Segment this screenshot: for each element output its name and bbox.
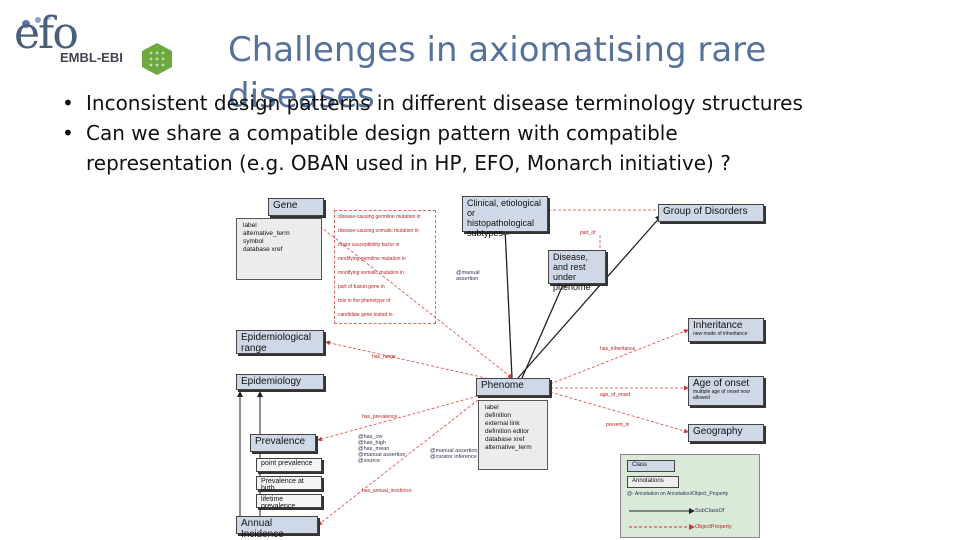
legend-objprop-arrow-icon	[629, 524, 695, 530]
node-disease-rest: Disease, and rest under phenome	[548, 250, 606, 292]
node-geography: Geography	[688, 424, 764, 442]
rel-has-annual-incidence: has_annual_incidence	[362, 488, 412, 494]
embl-ebi-hex-icon	[142, 43, 172, 75]
phenome-prop: definition	[485, 412, 512, 419]
node-clinical-subtypes: Clinical, etiological or histopathologic…	[462, 196, 548, 238]
phenome-prop: external link	[485, 420, 520, 427]
gene-relation: role in the phenotype of	[338, 298, 391, 304]
node-prevalence-at-birth: Prevalence at birth	[256, 476, 322, 492]
phenome-prop: alternative_term	[485, 444, 532, 451]
prevalence-annotation-item: @source	[358, 458, 381, 464]
gene-properties: label alternative_term symbol database x…	[236, 218, 322, 280]
gene-prop: label	[243, 222, 257, 229]
inheritance-note: new mode of inheritance	[693, 331, 748, 337]
efo-logo: efo	[14, 8, 79, 59]
legend-objprop: ObjectProperty	[695, 524, 732, 530]
gene-relation: candidate gene tested in	[338, 312, 393, 318]
gene-prop: symbol	[243, 238, 264, 245]
prevalence-annotation-item: @has_high	[358, 440, 386, 446]
node-gene: Gene	[268, 198, 324, 216]
gene-relation: part of fusion gene in	[338, 284, 385, 290]
node-epidemiology: Epidemiology	[236, 374, 324, 390]
gene-prop: alternative_term	[243, 230, 290, 237]
legend-subclass: SubClassOf	[695, 508, 725, 514]
gene-relation: major susceptibility factor in	[338, 242, 400, 248]
bullet-item: Inconsistent design patterns in differen…	[62, 88, 803, 118]
node-point-prevalence: point prevalence	[256, 458, 322, 472]
phenome-prop: definition editor	[485, 428, 530, 435]
prevalence-annotations: @has_cw @has_high @has_mean @manual asse…	[358, 434, 405, 464]
node-inheritance: Inheritance new mode of inheritance	[688, 318, 764, 342]
phenome-prop: database xref	[485, 436, 525, 443]
age-of-onset-note: multiple age of onset now allowed	[693, 389, 750, 401]
rel-has-range: has_range	[372, 354, 396, 360]
phenome-annotation-item: @curator inference	[430, 454, 477, 460]
diagram-legend: Class Annotations @- Annotation on Annot…	[620, 454, 760, 538]
slide-title: Challenges in axiomatising rare	[228, 30, 767, 70]
prevalence-annotation-item: @manual assertion	[358, 452, 406, 458]
rel-has-prevalence: has_prevalence	[362, 414, 398, 420]
age-of-onset-label: Age of onset	[693, 378, 750, 389]
node-annual-incidence: Annual Incidence	[236, 516, 318, 540]
node-prevalence: Prevalence	[250, 434, 316, 452]
rel-has-inheritance: has_inheritance	[600, 346, 636, 352]
bullet-item: Can we share a compatible design pattern…	[62, 118, 803, 148]
legend-annotation-line: @- Annotation on Annotation/Object_Prope…	[627, 491, 729, 497]
legend-annotations: Annotations	[627, 476, 679, 488]
embl-ebi-label: EMBL-EBI	[60, 50, 123, 65]
efo-logo-mark-icon	[22, 16, 51, 28]
gene-relation: modifying somatic mutation in	[338, 270, 404, 276]
node-group-of-disorders: Group of Disorders	[658, 204, 764, 222]
gene-relation: disease-causing germline mutation in	[338, 214, 421, 220]
legend-class: Class	[627, 460, 675, 472]
bullet-list: Inconsistent design patterns in differen…	[62, 88, 803, 178]
gene-relations-box	[334, 210, 436, 324]
rel-part-of: part_of	[580, 230, 596, 236]
phenome-properties: label definition external link definitio…	[478, 400, 548, 470]
manual-annotation: @manual assertion	[456, 270, 480, 282]
node-age-of-onset: Age of onset multiple age of onset now a…	[688, 376, 764, 406]
rel-present-in: present_in	[606, 422, 630, 428]
gene-relation: modifying germline mutation in	[338, 256, 406, 262]
gene-prop: database xref	[243, 246, 283, 253]
node-epidemiological-range: Epidemiological range	[236, 330, 324, 354]
legend-subclass-arrow-icon	[629, 508, 695, 514]
phenome-prop: label	[485, 404, 499, 411]
phenome-annotation: @manual assertion @curator inference	[430, 448, 477, 460]
inheritance-label: Inheritance	[693, 320, 743, 331]
bullet-item-continued: representation (e.g. OBAN used in HP, EF…	[86, 151, 731, 175]
node-phenome: Phenome	[476, 378, 550, 396]
rel-age-of-onset: age_of_onset	[600, 392, 631, 398]
prevalence-annotation-item: @has_cw	[358, 434, 383, 440]
prevalence-annotation-item: @has_mean	[358, 446, 390, 452]
node-lifetime-prevalence: lifetime prevalence	[256, 494, 322, 510]
phenome-annotation-item: @manual assertion	[430, 448, 478, 454]
gene-relation: disease-causing somatic mutation in	[338, 228, 419, 234]
